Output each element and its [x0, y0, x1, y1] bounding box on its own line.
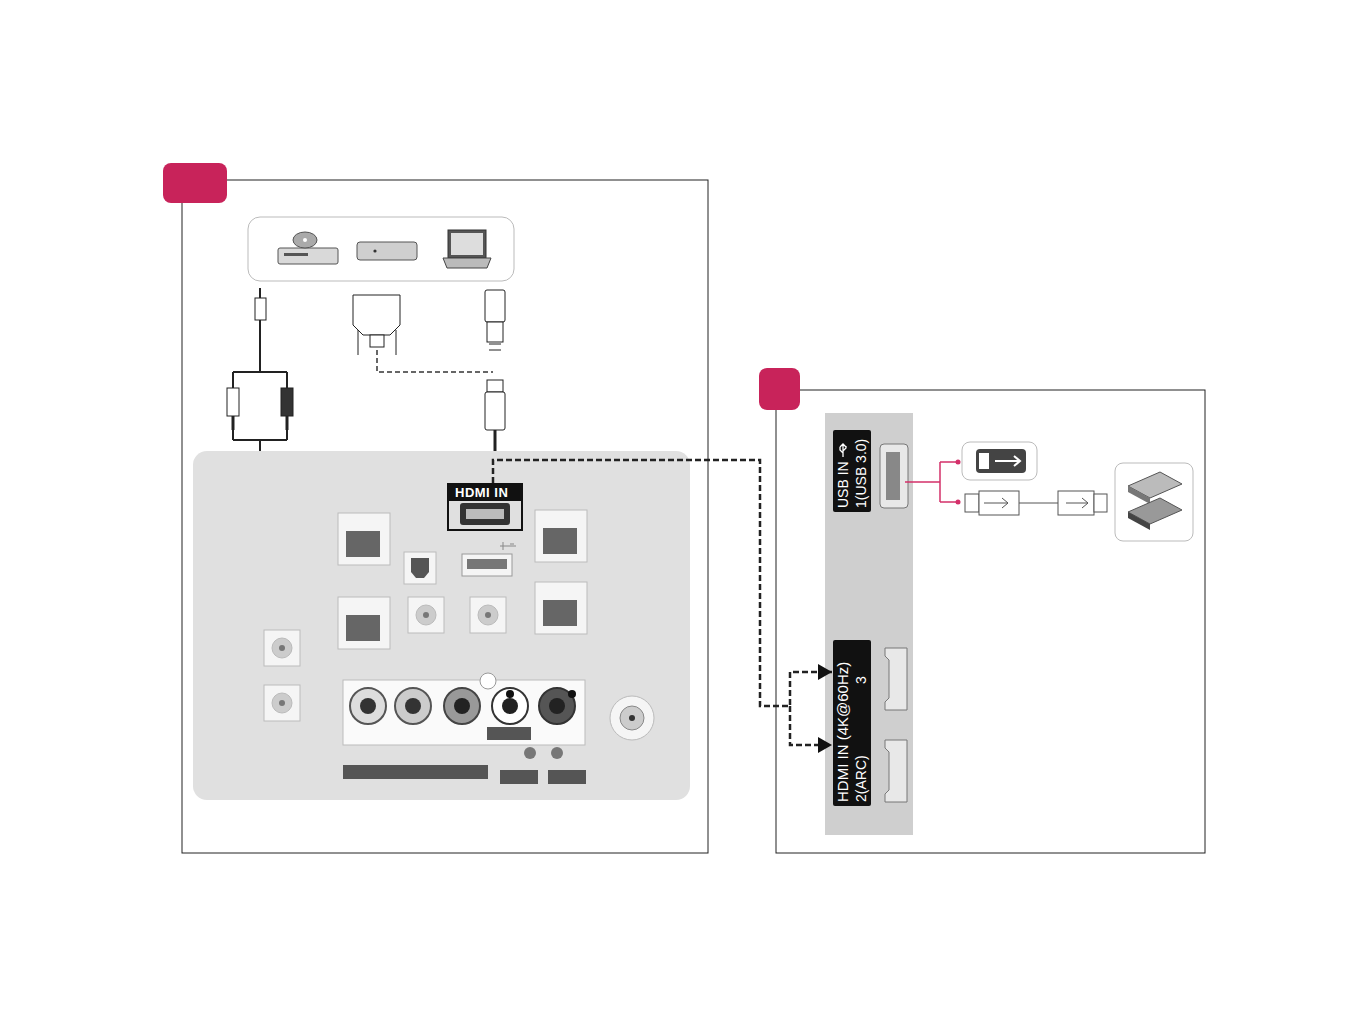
rotated-label: HDMI IN (4K@60Hz)2(ARC) 3	[833, 640, 871, 806]
tv-side-panel	[825, 413, 913, 835]
step-tab	[759, 368, 800, 410]
panel-frame	[776, 390, 1205, 853]
port-title: USB IN	[835, 461, 851, 508]
laptop	[443, 230, 491, 268]
port-label: USB IN1(USB 3.0)	[833, 430, 871, 512]
dvd-player	[278, 232, 338, 264]
device-group	[248, 217, 514, 281]
adapter-link	[377, 350, 493, 372]
optical-port	[404, 552, 436, 584]
dvi-plug	[353, 295, 400, 355]
connectors	[493, 460, 832, 753]
side-ports	[880, 444, 908, 802]
dashed-connector	[493, 460, 832, 745]
rca-block	[343, 673, 586, 784]
port-label: HDMI IN	[447, 483, 523, 531]
arrow-head	[818, 737, 832, 753]
hdmi-port	[460, 503, 510, 525]
step-tab	[163, 163, 227, 203]
arrow-head	[818, 664, 832, 680]
port-title: HDMI IN (4K@60Hz)	[834, 662, 851, 802]
set-top-box	[357, 242, 417, 260]
antenna-port	[610, 696, 654, 740]
tv-rear-panel	[193, 451, 690, 800]
usb-symbol	[838, 442, 848, 458]
port-label: HDMI IN (4K@60Hz)2(ARC) 3	[833, 640, 871, 806]
panel-frame	[182, 180, 708, 853]
rotated-label: USB IN1(USB 3.0)	[833, 430, 871, 512]
port-number: 1(USB 3.0)	[853, 439, 869, 512]
usb-devices	[905, 442, 1193, 541]
usb-port	[462, 542, 516, 576]
port-number: 2(ARC)	[852, 755, 870, 802]
port-title: HDMI IN	[449, 485, 521, 501]
port-number: 3	[852, 676, 870, 684]
